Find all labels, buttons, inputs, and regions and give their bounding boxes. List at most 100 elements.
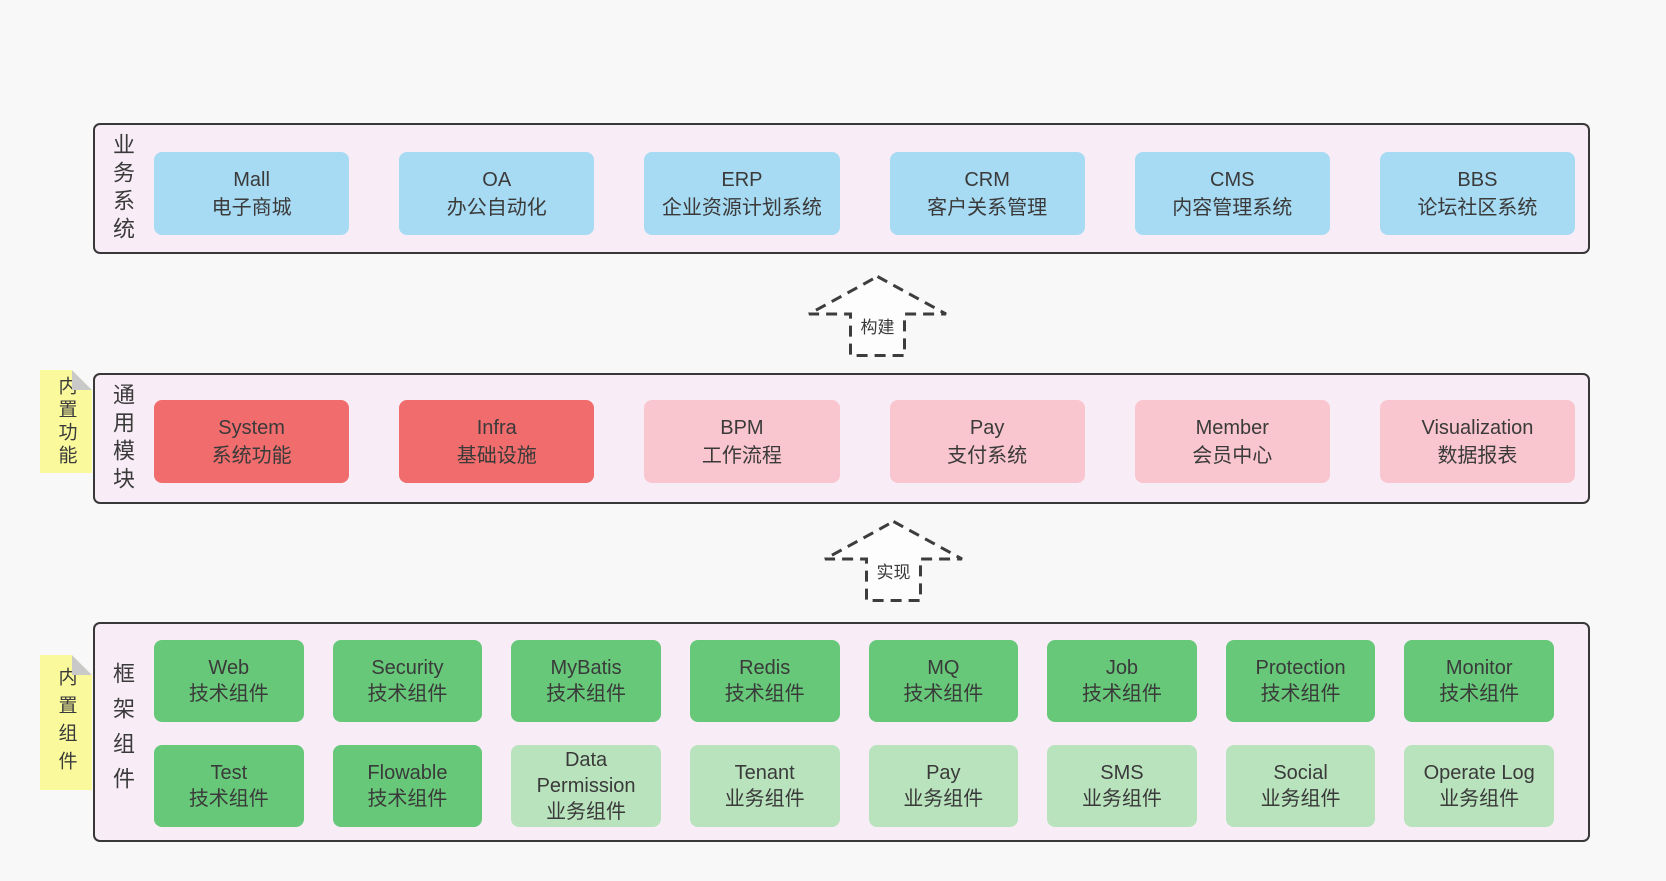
- node-title: Security: [371, 657, 444, 679]
- node-web: Web 技术组件: [154, 640, 304, 722]
- node-title: BBS: [1457, 168, 1498, 191]
- sticky-note-text: 内置组件: [55, 666, 77, 779]
- folded-corner-icon: [72, 370, 92, 390]
- node-test: Test 技术组件: [154, 745, 304, 827]
- node-subtitle: 基础设施: [456, 444, 537, 467]
- node-data-permission: Data Permission 业务组件: [511, 745, 661, 827]
- node-title: Test: [210, 762, 248, 784]
- node-row: Mall 电子商城 OA 办公自动化 ERP 企业资源计划系统 CRM 客户关系…: [154, 152, 1576, 235]
- node-operate-log: Operate Log 业务组件: [1404, 745, 1554, 827]
- sticky-note-builtin-features: 内置功能: [40, 370, 92, 473]
- node-title: Redis: [739, 657, 791, 679]
- node-mybatis: MyBatis 技术组件: [511, 640, 661, 722]
- node-title: Tenant: [734, 762, 795, 784]
- node-protection: Protection 技术组件: [1225, 640, 1376, 722]
- node-subtitle: 业务组件: [903, 788, 984, 810]
- node-tenant: Tenant 业务组件: [689, 745, 840, 827]
- node-subtitle: 技术组件: [1439, 683, 1520, 705]
- node-cms: CMS 内容管理系统: [1134, 152, 1330, 235]
- node-title: OA: [482, 168, 512, 191]
- node-subtitle: 技术组件: [367, 788, 448, 810]
- node-title: System: [218, 416, 285, 439]
- node-subtitle: 业务组件: [724, 788, 805, 810]
- node-subtitle: 业务组件: [1081, 788, 1162, 810]
- node-title: BPM: [720, 416, 764, 439]
- node-subtitle: 客户关系管理: [927, 196, 1048, 219]
- node-title: Social: [1273, 762, 1328, 784]
- arrow-label: 构建: [857, 312, 898, 339]
- layer-framework-components: 框架组件 Web 技术组件 Security 技术组件 MyBatis 技术组件…: [93, 622, 1590, 842]
- node-visualization: Visualization 数据报表: [1379, 400, 1576, 483]
- node-subtitle: 电子商城: [211, 196, 292, 219]
- node-subtitle: 会员中心: [1192, 444, 1273, 467]
- layer-business-systems: 业务系统 Mall 电子商城 OA 办公自动化 ERP 企业资源计划系统 CRM…: [93, 123, 1590, 254]
- node-social: Social 业务组件: [1225, 745, 1376, 827]
- node-title: Operate Log: [1423, 762, 1535, 784]
- arrow-label: 实现: [873, 557, 914, 584]
- node-erp: ERP 企业资源计划系统: [644, 152, 840, 235]
- node-row: Test 技术组件 Flowable 技术组件 Data Permission …: [154, 745, 1554, 827]
- node-subtitle: 技术组件: [903, 683, 984, 705]
- node-title: Data Permission: [536, 749, 636, 797]
- node-title: Job: [1105, 657, 1139, 679]
- folded-corner-icon: [72, 655, 92, 675]
- node-bbs: BBS 论坛社区系统: [1379, 152, 1576, 235]
- node-bpm: BPM 工作流程: [644, 400, 840, 483]
- node-crm: CRM 客户关系管理: [889, 152, 1085, 235]
- node-row: System 系统功能 Infra 基础设施 BPM 工作流程 Pay 支付系统…: [154, 400, 1576, 483]
- sticky-note-text: 内置功能: [55, 375, 77, 468]
- node-oa: OA 办公自动化: [399, 152, 595, 235]
- node-subtitle: 技术组件: [546, 683, 627, 705]
- node-pay-component: Pay 业务组件: [868, 745, 1019, 827]
- node-system: System 系统功能: [154, 400, 350, 483]
- node-subtitle: 系统功能: [211, 444, 292, 467]
- node-subtitle: 办公自动化: [446, 196, 547, 219]
- layer-label: 业务系统: [110, 132, 135, 245]
- node-flowable: Flowable 技术组件: [332, 745, 483, 827]
- node-subtitle: 内容管理系统: [1172, 196, 1293, 219]
- node-member: Member 会员中心: [1134, 400, 1330, 483]
- node-subtitle: 技术组件: [1260, 683, 1341, 705]
- layer-common-modules: 通用模块 System 系统功能 Infra 基础设施 BPM 工作流程 Pay…: [93, 373, 1590, 504]
- arrow-implement: 实现: [823, 520, 964, 602]
- layer-label: 框架组件: [110, 662, 135, 802]
- node-title: SMS: [1100, 762, 1144, 784]
- layer-label: 通用模块: [110, 382, 135, 495]
- node-subtitle: 业务组件: [1260, 788, 1341, 810]
- node-title: Monitor: [1445, 657, 1513, 679]
- node-title: Flowable: [367, 762, 448, 784]
- node-subtitle: 业务组件: [546, 801, 627, 823]
- node-mq: MQ 技术组件: [868, 640, 1019, 722]
- node-title: Pay: [969, 416, 1005, 439]
- node-mall: Mall 电子商城: [154, 152, 350, 235]
- node-infra: Infra 基础设施: [399, 400, 595, 483]
- node-title: Member: [1195, 416, 1269, 439]
- node-title: MQ: [927, 657, 960, 679]
- node-subtitle: 工作流程: [701, 444, 782, 467]
- node-job: Job 技术组件: [1047, 640, 1197, 722]
- node-title: Pay: [926, 762, 961, 784]
- node-subtitle: 技术组件: [1081, 683, 1162, 705]
- node-subtitle: 技术组件: [188, 788, 269, 810]
- node-subtitle: 业务组件: [1439, 788, 1520, 810]
- node-subtitle: 技术组件: [188, 683, 269, 705]
- node-monitor: Monitor 技术组件: [1404, 640, 1554, 722]
- arrow-build: 构建: [807, 275, 948, 357]
- node-subtitle: 技术组件: [367, 683, 448, 705]
- node-title: Visualization: [1421, 416, 1534, 439]
- node-subtitle: 企业资源计划系统: [661, 196, 822, 219]
- node-title: CMS: [1210, 168, 1255, 191]
- node-subtitle: 论坛社区系统: [1417, 196, 1538, 219]
- node-redis: Redis 技术组件: [689, 640, 840, 722]
- node-title: CRM: [964, 168, 1010, 191]
- node-title: MyBatis: [550, 657, 622, 679]
- node-title: Infra: [476, 416, 517, 439]
- node-title: Web: [208, 657, 250, 679]
- sticky-note-builtin-components: 内置组件: [40, 655, 92, 790]
- node-subtitle: 技术组件: [724, 683, 805, 705]
- node-pay-module: Pay 支付系统: [889, 400, 1085, 483]
- node-subtitle: 数据报表: [1437, 444, 1518, 467]
- node-row: Web 技术组件 Security 技术组件 MyBatis 技术组件 Redi…: [154, 640, 1554, 722]
- node-security: Security 技术组件: [332, 640, 483, 722]
